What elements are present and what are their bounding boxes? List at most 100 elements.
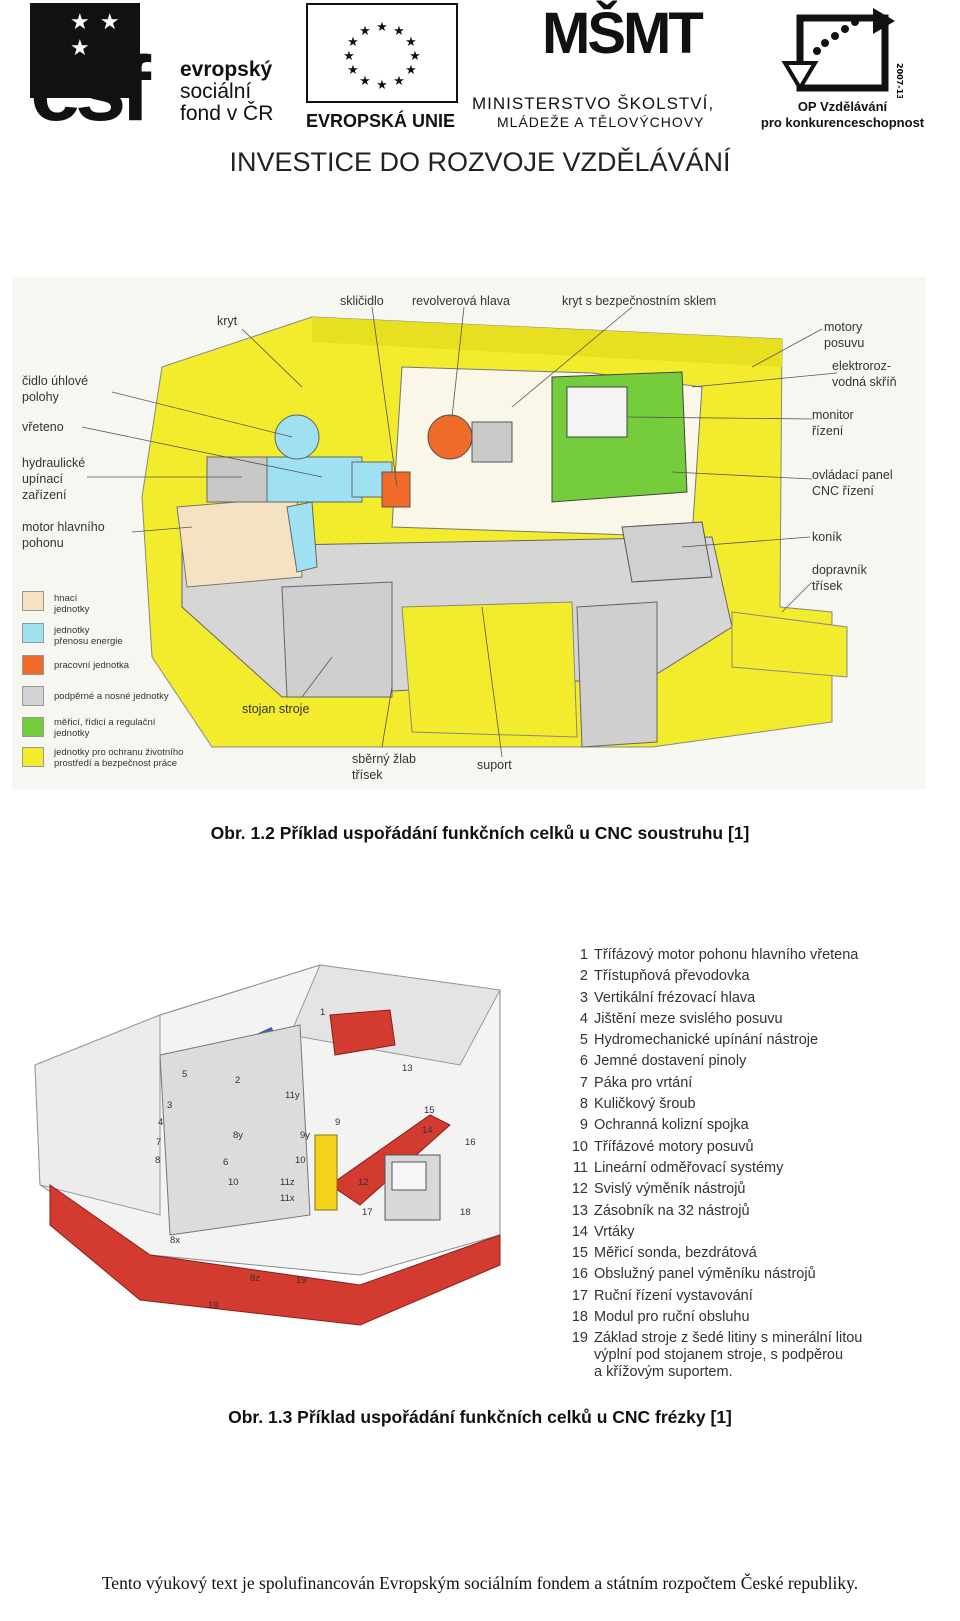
legend-text: Základ stroje z šedé litiny s minerální … bbox=[594, 1330, 863, 1381]
op-logo: 2007-13 OP Vzdělávání pro konkurencescho… bbox=[755, 3, 930, 133]
legend-item: jednotky přenosu energie bbox=[54, 625, 123, 647]
label-cidlo-line1: čidlo úhlové bbox=[22, 374, 89, 388]
legend-item-text: prostředí a bezpečnost práce bbox=[54, 758, 178, 769]
callout-11z: 11z bbox=[280, 1177, 295, 1188]
legend-number: 15 bbox=[571, 1245, 588, 1262]
legend-number: 2 bbox=[579, 968, 588, 985]
label-motor-line2: pohonu bbox=[22, 536, 64, 550]
esf-logo-box bbox=[30, 3, 140, 98]
callout-8: 8 bbox=[155, 1155, 161, 1166]
label-dopravnik-line1: dopravník bbox=[812, 563, 867, 577]
legend-text: Měřicí sonda, bezdrátová bbox=[594, 1245, 757, 1262]
legend-item-text: jednotky pro ochranu životního bbox=[54, 747, 184, 758]
legend-number: 19 bbox=[571, 1330, 588, 1347]
callout-15: 15 bbox=[424, 1105, 435, 1116]
label-ovladaci-panel: ovládací panel CNC řízení bbox=[812, 467, 893, 499]
label-motor-line1: motor hlavního bbox=[22, 520, 105, 534]
legend-number: 16 bbox=[571, 1266, 588, 1283]
legend-item: podpěrné a nosné jednotky bbox=[54, 691, 169, 702]
mill-illustration bbox=[34, 964, 501, 1326]
legend-item-text: jednotky bbox=[54, 728, 90, 739]
esf-logo-text: evropský sociální fond v ČR bbox=[180, 59, 273, 125]
label-zlab: sběrný žlab třísek bbox=[352, 751, 416, 783]
label-monitor-line2: řízení bbox=[812, 424, 844, 438]
legend-item-text: jednotky bbox=[54, 604, 90, 615]
label-dopravnik-line2: třísek bbox=[812, 579, 843, 593]
esf-line1: evropský bbox=[180, 58, 273, 81]
svg-text:★: ★ bbox=[347, 35, 359, 50]
legend-text: Vertikální frézovací hlava bbox=[594, 989, 756, 1006]
legend-text: Hydromechanické upínání nástroje bbox=[594, 1032, 819, 1049]
callout-17: 17 bbox=[362, 1207, 373, 1218]
legend-number: 8 bbox=[579, 1096, 588, 1113]
esf-line3: fond v ČR bbox=[180, 102, 274, 125]
legend-row: 18 Modul pro ruční obsluhu bbox=[560, 1307, 940, 1328]
label-cidlo: čidlo úhlové polohy bbox=[22, 373, 88, 405]
legend-item: pracovní jednotka bbox=[54, 660, 129, 671]
legend-swatch bbox=[22, 623, 44, 643]
legend-text: Obslužný panel výměníku nástrojů bbox=[594, 1266, 816, 1283]
legend-number: 9 bbox=[579, 1117, 588, 1134]
callout-7: 7 bbox=[156, 1137, 162, 1148]
label-motory-line2: posuvu bbox=[824, 336, 865, 350]
label-dopravnik: dopravník třísek bbox=[812, 562, 867, 594]
callout-19: 19 bbox=[296, 1275, 307, 1286]
eu-logo: ★ ★ ★ ★ ★ ★ ★ ★ ★ ★ ★ ★ EVROPSKÁ UNIE bbox=[306, 3, 460, 131]
svg-text:★: ★ bbox=[359, 24, 371, 39]
label-stojan: stojan stroje bbox=[242, 702, 310, 716]
legend-row: 19 Základ stroje z šedé litiny s mineráln… bbox=[560, 1328, 940, 1381]
legend-number: 12 bbox=[571, 1181, 588, 1198]
legend-number: 3 bbox=[579, 989, 588, 1006]
svg-text:★: ★ bbox=[393, 24, 405, 39]
legend-text: Lineární odměřovací systémy bbox=[594, 1159, 784, 1176]
callout-19b: 19 bbox=[208, 1300, 219, 1311]
legend-text: Ruční řízení vystavování bbox=[594, 1287, 753, 1304]
label-hydraulicke: hydraulické upínací zařízení bbox=[22, 455, 85, 503]
callout-14: 14 bbox=[422, 1125, 433, 1136]
callout-9y: 9y bbox=[300, 1130, 311, 1141]
footer-text: Tento výukový text je spolufinancován Ev… bbox=[101, 1573, 859, 1593]
callout-13: 13 bbox=[402, 1063, 413, 1074]
label-ovladaci-line1: ovládací panel bbox=[812, 468, 893, 482]
svg-text:★: ★ bbox=[393, 74, 405, 89]
svg-text:★: ★ bbox=[409, 49, 421, 64]
legend-item-text: hnací bbox=[54, 593, 78, 604]
legend-row: 16 Obslužný panel výměníku nástrojů bbox=[560, 1264, 940, 1285]
callout-6: 6 bbox=[223, 1157, 229, 1168]
legend-text: Modul pro ruční obsluhu bbox=[594, 1309, 750, 1326]
svg-text:★: ★ bbox=[347, 63, 359, 78]
svg-text:★: ★ bbox=[376, 78, 388, 93]
lathe-leader-lines bbox=[81, 306, 838, 758]
op-arrows-icon: 2007-13 bbox=[781, 8, 904, 100]
msmt-logo-mark: MŠMT bbox=[542, 1, 704, 66]
msmt-line1: MINISTERSTVO ŠKOLSTVÍ, bbox=[472, 94, 715, 113]
label-elektroskrin: elektroroz- vodná skříň bbox=[832, 358, 897, 390]
legend-item: jednotky pro ochranu životního prostředí… bbox=[54, 747, 183, 769]
legend-number: 5 bbox=[579, 1032, 588, 1049]
legend-swatch bbox=[22, 717, 44, 737]
legend-number: 11 bbox=[572, 1159, 588, 1176]
legend-number: 10 bbox=[571, 1138, 588, 1155]
callout-11x: 11x bbox=[280, 1193, 295, 1204]
legend-item: měřicí, řídicí a regulační jednotky bbox=[54, 717, 155, 739]
legend-text: Vrtáky bbox=[594, 1223, 635, 1240]
label-zlab-line2: třísek bbox=[352, 768, 383, 782]
esf-logo-mark: esf bbox=[30, 38, 151, 140]
svg-text:★: ★ bbox=[405, 63, 417, 78]
label-suport: suport bbox=[477, 758, 512, 772]
lathe-illustration bbox=[141, 316, 848, 748]
legend-number: 13 bbox=[571, 1202, 588, 1219]
legend-swatch bbox=[22, 655, 44, 675]
eu-stars-icon: ★ ★ ★ ★ ★ ★ ★ ★ ★ ★ ★ ★ bbox=[343, 20, 421, 93]
label-elektro-line2: vodná skříň bbox=[832, 375, 897, 389]
label-hydr-line2: upínací bbox=[22, 472, 64, 486]
callout-5: 5 bbox=[182, 1069, 188, 1080]
legend-item-text: jednotky bbox=[54, 625, 90, 636]
legend-number: 18 bbox=[571, 1309, 588, 1326]
